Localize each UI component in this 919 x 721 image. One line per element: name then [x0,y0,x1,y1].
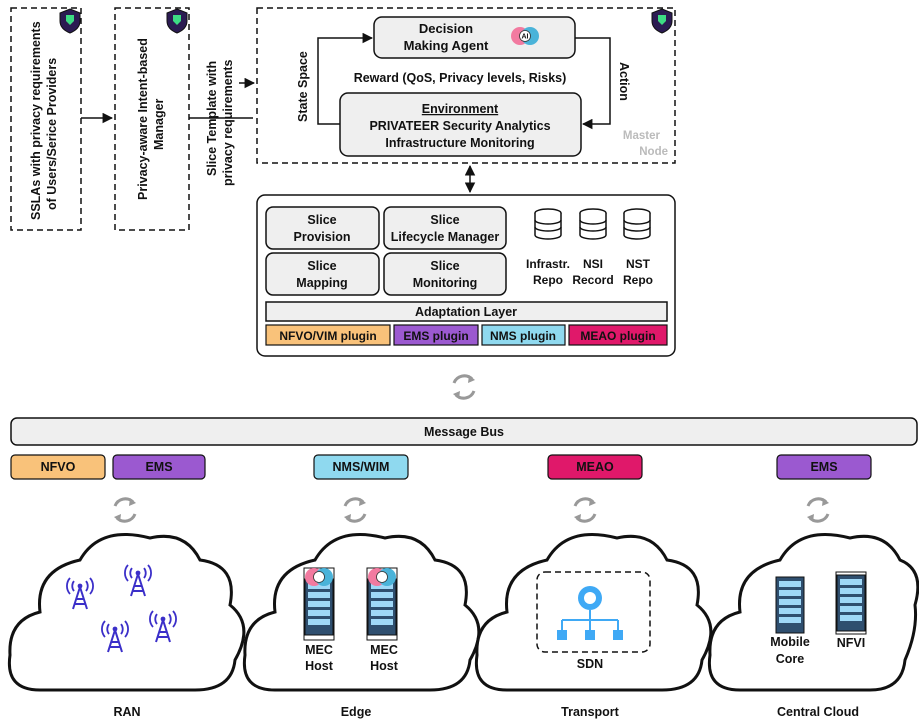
agent-line-2: Making Agent [404,38,489,53]
database-icon [534,208,562,240]
sdn-label: SDN [577,657,603,671]
svg-text:Lifecycle Manager: Lifecycle Manager [391,230,500,244]
controller-ems-cloud: EMS [776,454,872,480]
repo-nst-line-2: Repo [623,273,653,287]
message-bus [10,417,918,446]
plugin-nfvo-vim-label: NFVO/VIM plugin [279,329,376,343]
svg-text:Monitoring: Monitoring [413,276,478,290]
action-arrow [575,37,611,130]
message-bus-label: Message Bus [424,425,504,439]
module-slice-mapping: Slice Mapping [265,252,380,296]
database-icon [623,208,651,240]
reward-label: Reward (QoS, Privacy levels, Risks) [354,71,567,85]
svg-text:MEAO: MEAO [576,460,614,474]
controller-nfvo: NFVO [10,454,106,480]
master-node: Decision Making Agent AI State Space Act… [256,7,676,164]
action-label: Action [617,62,631,101]
mec-host-1-line-2: Host [305,659,334,673]
sync-icon [451,373,477,401]
cloud-edge: MEC Host MEC Host Edge [242,533,481,719]
svg-text:Slice: Slice [307,259,336,273]
privateer-shield-icon [59,8,81,34]
state-space-arrow [317,32,374,125]
master-node-label-1: Master [623,130,661,142]
mobile-core-line-2: Core [776,652,805,666]
environment-box [339,92,582,157]
cloud-transport: SDN Transport [474,533,713,719]
svg-text:Slice: Slice [307,213,336,227]
privateer-shield-icon [166,8,188,34]
agent-line-1: Decision [419,21,473,36]
sslas-line-2: of Users/Serice Providers [45,58,59,210]
template-line-2: privacy requirements [221,60,235,186]
plugin-meao [568,324,668,346]
state-space-label: State Space [296,51,310,122]
mobile-core-server-icon [775,576,805,634]
sync-icon [342,496,368,524]
adaptation-layer-label: Adaptation Layer [415,305,517,319]
svg-text:Slice: Slice [430,259,459,273]
mec-host-server-icon [303,567,335,641]
sdn-box [536,571,651,653]
repo-infrastr-line-2: Repo [533,273,563,287]
manager-box: Privacy-aware Intent-based Manager [114,7,190,231]
central-cloud-label: Central Cloud [777,705,859,719]
repo-nsi-line-2: Record [572,273,613,287]
svg-text:Slice: Slice [430,213,459,227]
svg-text:NFVO: NFVO [41,460,76,474]
plugin-meao-label: MEAO plugin [580,329,655,343]
svg-text:Provision: Provision [294,230,351,244]
manager-line-2: Manager [152,98,166,150]
svg-text:Mapping: Mapping [296,276,347,290]
plugin-ems [393,324,479,346]
manager-line-1: Privacy-aware Intent-based [136,38,150,200]
env-line-2: Infrastructure Monitoring [385,136,534,150]
plugin-ems-label: EMS plugin [403,329,468,343]
svg-text:AI: AI [522,34,529,41]
orchestrator-box: Slice Provision Slice Lifecycle Manager … [256,194,676,357]
controller-meao: MEAO [547,454,643,480]
mec-host-1-line-1: MEC [305,643,333,657]
sync-icon [112,496,138,524]
database-icon [579,208,607,240]
ai-brain-icon: AI [510,26,540,46]
sync-icon [572,496,598,524]
svg-text:EMS: EMS [145,460,172,474]
mec-host-server-icon [366,567,398,641]
privateer-shield-icon [651,8,673,34]
svg-text:NMS/WIM: NMS/WIM [333,460,390,474]
edge-label: Edge [341,705,372,719]
adaptation-layer [265,301,668,322]
plugin-nms-label: NMS plugin [490,329,556,343]
template-line-1: Slice Template with [205,61,219,176]
master-node-label-2: Node [639,146,668,158]
svg-text:EMS: EMS [810,460,837,474]
nfvi-server-icon [835,571,867,635]
nfvi-label: NFVI [837,636,865,650]
environment-title: Environment [422,102,499,116]
mobile-core-line-1: Mobile [770,635,810,649]
cloud-ran: RAN [7,533,246,719]
mec-host-2-line-2: Host [370,659,399,673]
sslas-line-1: SSLAs with privacy requirements [29,21,43,220]
ran-label: RAN [113,705,140,719]
sync-icon [805,496,831,524]
repo-nst-line-1: NST [626,257,651,271]
env-line-1: PRIVATEER Security Analytics [369,119,550,133]
repo-infrastr-line-1: Infrastr. [526,257,570,271]
sslas-box: SSLAs with privacy requirements of Users… [10,7,82,231]
plugin-nfvo-vim [265,324,391,346]
plugin-nms [481,324,566,346]
cloud-central: Mobile Core NFVI Central Cloud [707,533,919,719]
mec-host-2-line-1: MEC [370,643,398,657]
controller-nms-wim: NMS/WIM [313,454,409,480]
module-slice-provision: Slice Provision [265,206,380,250]
controller-ems: EMS [112,454,206,480]
module-slice-lifecycle-manager: Slice Lifecycle Manager [383,206,507,250]
sdn-gear-icon [557,586,623,640]
transport-label: Transport [561,705,619,719]
repo-nsi-line-1: NSI [583,257,603,271]
module-slice-monitoring: Slice Monitoring [383,252,507,296]
